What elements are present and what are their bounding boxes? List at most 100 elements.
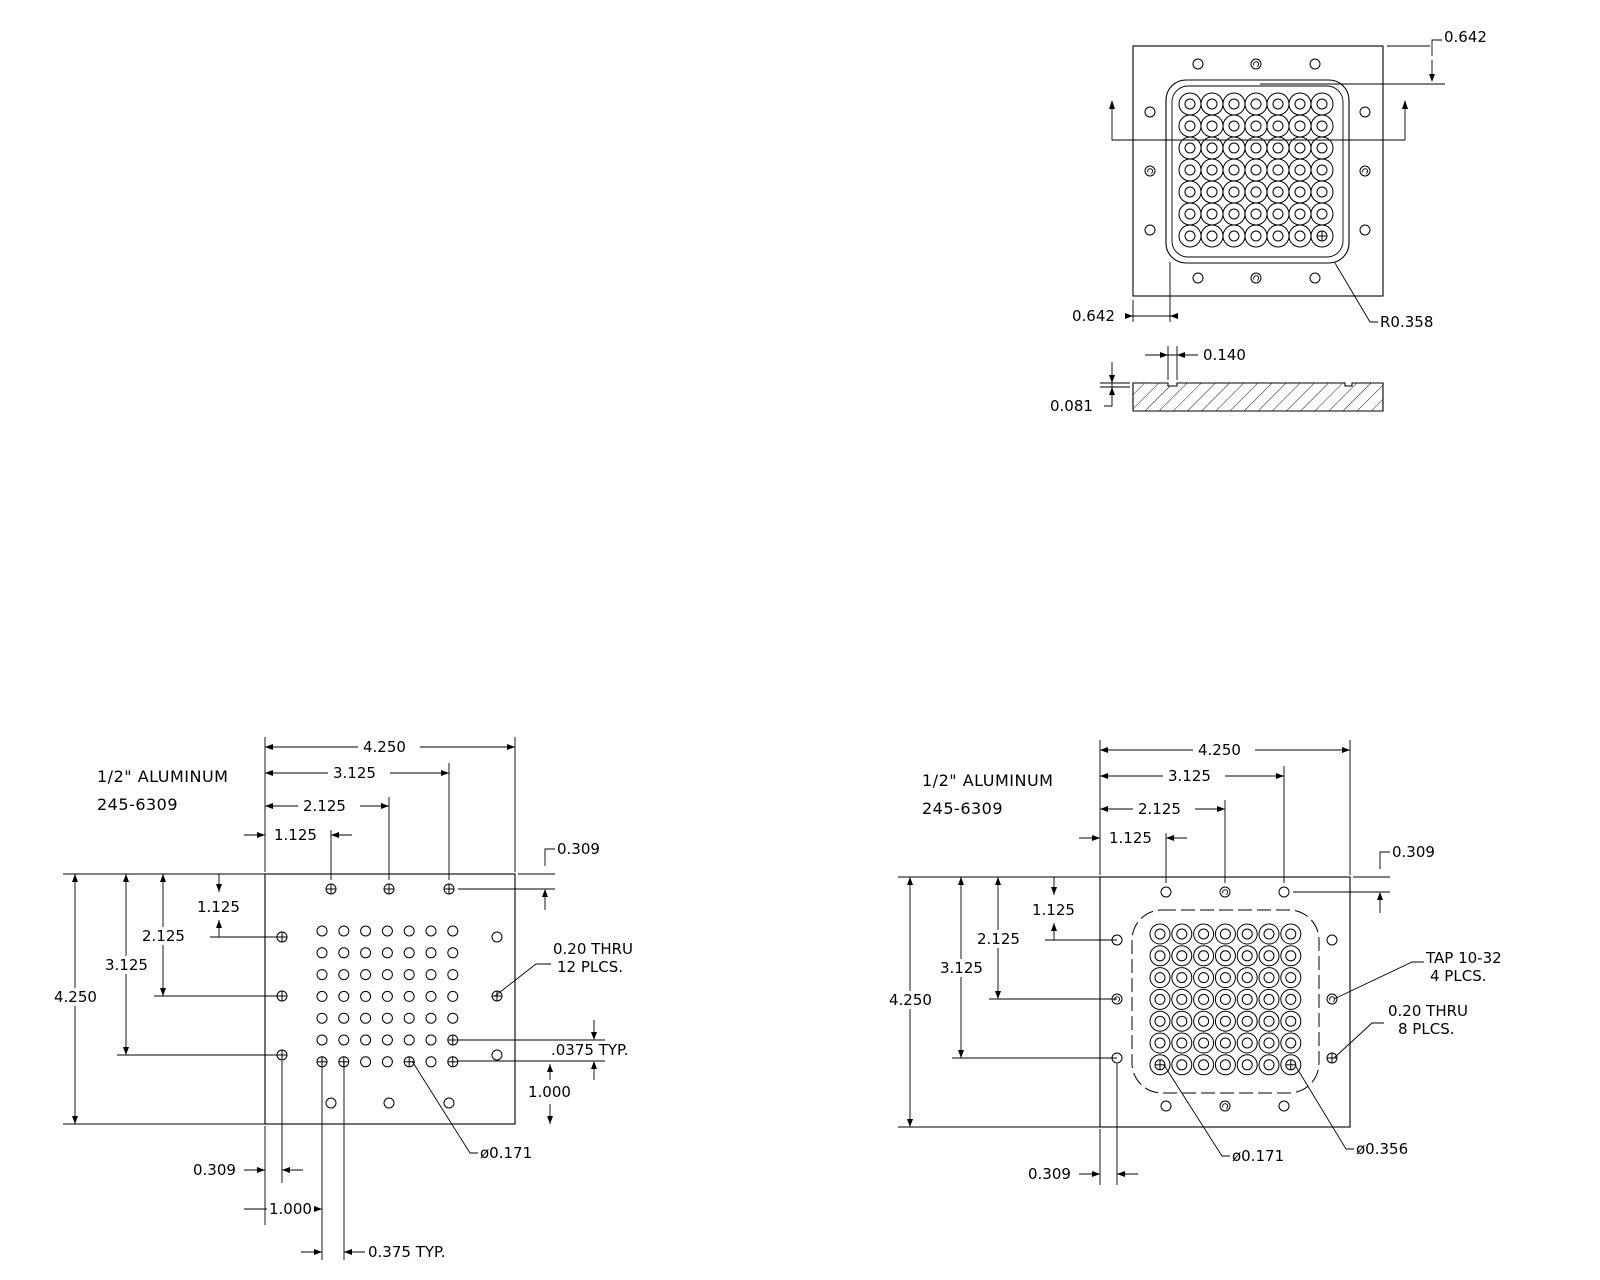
counterbore xyxy=(1280,1054,1302,1076)
grid-hole xyxy=(1184,208,1196,220)
thru-leader xyxy=(494,963,551,997)
arrowhead xyxy=(282,1167,290,1173)
grid-hole xyxy=(1241,1015,1253,1027)
grid-hole xyxy=(1228,98,1240,110)
right-plate-outline xyxy=(1099,876,1351,1128)
counterbore xyxy=(1280,923,1302,945)
counterbore xyxy=(1244,92,1268,116)
arrowhead xyxy=(1051,887,1057,895)
grid-hole xyxy=(1176,972,1188,984)
grid-hole xyxy=(1250,164,1262,176)
grid-hole xyxy=(360,1056,372,1068)
arrowhead xyxy=(1109,387,1115,395)
arrowhead xyxy=(591,1032,597,1040)
dim-label-3125-v: 3.125 xyxy=(105,956,148,974)
tap-thread xyxy=(1362,168,1368,174)
counterbore xyxy=(1258,988,1280,1010)
grid-hole xyxy=(1294,164,1306,176)
counterbore xyxy=(1310,92,1334,116)
dim-label-radius: R0.358 xyxy=(1380,313,1433,331)
arrowhead xyxy=(72,874,78,882)
counterbore xyxy=(1236,1054,1258,1076)
dim-label-0309-top: 0.309 xyxy=(1392,843,1435,861)
tapped-hole xyxy=(1359,165,1371,177)
counterbore xyxy=(1178,180,1202,204)
counterbore xyxy=(1222,180,1246,204)
counterbore xyxy=(1222,114,1246,138)
grid-hole xyxy=(338,1034,350,1046)
counterbore xyxy=(1258,945,1280,967)
counterbore xyxy=(1236,1032,1258,1054)
dim-label-1125-v: 1.125 xyxy=(197,898,240,916)
grid-hole xyxy=(1176,993,1188,1005)
grid-hole xyxy=(447,925,459,937)
grid-hole xyxy=(1285,972,1297,984)
counterbore xyxy=(1310,180,1334,204)
grid-hole xyxy=(338,1012,350,1024)
counterbore xyxy=(1193,967,1215,989)
dim-leader xyxy=(1431,39,1442,56)
grid-hole xyxy=(1154,1015,1166,1027)
grid-hole xyxy=(1219,993,1231,1005)
grid-hole xyxy=(1316,142,1328,154)
counterbore xyxy=(1214,1054,1236,1076)
tapped-hole xyxy=(1144,165,1156,177)
grid-hole xyxy=(1316,186,1328,198)
arrowhead xyxy=(1217,806,1225,812)
hole-dia-leader xyxy=(411,1060,478,1154)
grid-hole xyxy=(360,925,372,937)
grid-hole xyxy=(1176,928,1188,940)
counterbore xyxy=(1171,1010,1193,1032)
grid-hole xyxy=(381,969,393,981)
grid-hole xyxy=(360,947,372,959)
counterbore xyxy=(1236,967,1258,989)
counterbore xyxy=(1171,923,1193,945)
arrowhead xyxy=(507,744,515,750)
grid-hole xyxy=(403,1012,415,1024)
arrowhead xyxy=(1100,747,1108,753)
dim-label-0081: 0.081 xyxy=(1050,397,1093,415)
hole xyxy=(1359,224,1371,236)
grid-hole xyxy=(1263,950,1275,962)
grid-hole xyxy=(425,1012,437,1024)
part-number: 245-6309 xyxy=(922,799,1003,818)
counterbore xyxy=(1280,967,1302,989)
grid-hole xyxy=(1294,186,1306,198)
grid-hole xyxy=(1263,972,1275,984)
counterbore xyxy=(1193,923,1215,945)
counterbore xyxy=(1178,158,1202,182)
grid-hole xyxy=(1272,142,1284,154)
arrowhead xyxy=(216,884,222,892)
grid-hole xyxy=(1184,186,1196,198)
counterbore xyxy=(1200,224,1224,248)
grid-hole xyxy=(425,1056,437,1068)
counterbore xyxy=(1236,945,1258,967)
dim-label-1125-h: 1.125 xyxy=(1109,829,1152,847)
counterbore xyxy=(1200,158,1224,182)
grid-hole xyxy=(1250,208,1262,220)
counterbore xyxy=(1171,967,1193,989)
thru-note-line1: 0.20 THRU xyxy=(553,940,633,958)
dim-label-4250-v: 4.250 xyxy=(889,991,932,1009)
dim-label-3125-v: 3.125 xyxy=(940,959,983,977)
hole xyxy=(1309,272,1321,284)
counterbore xyxy=(1149,923,1171,945)
pitch-label-v: .0375 TYP. xyxy=(551,1041,629,1059)
grid-hole xyxy=(381,1056,393,1068)
counterbore xyxy=(1178,224,1202,248)
arrowhead xyxy=(1092,1171,1100,1177)
grid-hole xyxy=(1272,120,1284,132)
grid-hole xyxy=(1176,1059,1188,1071)
arrowhead xyxy=(995,877,1001,885)
dim-arrowheads xyxy=(72,313,1383,1255)
counterbore xyxy=(1149,1010,1171,1032)
thru-note-line1: 0.20 THRU xyxy=(1388,1002,1468,1020)
grid-hole xyxy=(1206,98,1218,110)
grid-hole xyxy=(1316,208,1328,220)
dim-label-2125-v: 2.125 xyxy=(977,930,1020,948)
dim-label-3125-h: 3.125 xyxy=(1168,767,1211,785)
dim-label-1125-h: 1.125 xyxy=(274,826,317,844)
counterbore xyxy=(1214,967,1236,989)
grid-hole xyxy=(1294,98,1306,110)
tap-thread xyxy=(1222,889,1228,895)
